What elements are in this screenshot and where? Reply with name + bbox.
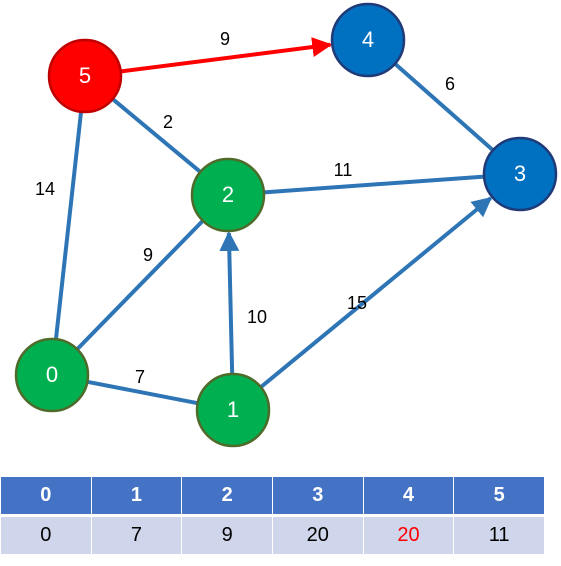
edge-weight-0-1: 7 bbox=[135, 367, 145, 387]
edge-weight-1-2: 10 bbox=[247, 307, 267, 327]
edge-weight-2-3: 11 bbox=[334, 160, 353, 180]
edge-5-2 bbox=[111, 97, 202, 174]
node-circle-3 bbox=[482, 136, 558, 212]
header-cell-2: 2 bbox=[181, 477, 273, 517]
value-cell-5: 11 bbox=[453, 515, 545, 554]
distance-table: 0 1 2 3 4 5 0 7 9 20 20 11 bbox=[0, 477, 545, 554]
distance-table-header-row: 0 1 2 3 4 5 bbox=[0, 477, 545, 517]
edge-4-3 bbox=[393, 62, 495, 152]
node-circle-1 bbox=[195, 372, 271, 448]
node-label-3: 3 bbox=[514, 161, 526, 186]
edge-weight-5-0: 14 bbox=[35, 179, 55, 199]
node-4: 4 bbox=[330, 2, 406, 78]
graph-diagram: 9 6 2 14 11 9 10 15 7 0 1 2 3 4 5 bbox=[14, 2, 558, 448]
value-cell-1: 7 bbox=[90, 515, 183, 554]
edge-1-3 bbox=[259, 196, 493, 389]
value-cell-3: 20 bbox=[271, 515, 364, 554]
edge-5-4 bbox=[120, 37, 333, 74]
edge-weight-0-2: 9 bbox=[143, 245, 153, 265]
node-5: 5 bbox=[47, 38, 123, 114]
node-label-0: 0 bbox=[46, 362, 58, 387]
value-cell-2: 9 bbox=[181, 515, 273, 554]
node-circle-5 bbox=[47, 38, 123, 114]
node-2: 2 bbox=[190, 157, 266, 233]
header-cell-4: 4 bbox=[362, 477, 455, 517]
edge-weight-5-4: 9 bbox=[220, 29, 230, 49]
distance-table-value-row: 0 7 9 20 20 11 bbox=[0, 515, 545, 554]
edge-weight-1-3: 15 bbox=[347, 293, 367, 313]
node-0: 0 bbox=[14, 337, 90, 413]
nodes: 0 1 2 3 4 5 bbox=[14, 2, 558, 448]
node-label-1: 1 bbox=[227, 397, 239, 422]
node-circle-0 bbox=[14, 337, 90, 413]
edge-0-2 bbox=[75, 219, 205, 351]
value-cell-4: 20 bbox=[362, 515, 455, 554]
node-label-5: 5 bbox=[79, 63, 91, 88]
edge-1-2 bbox=[219, 230, 240, 375]
edge-2-3 bbox=[263, 174, 485, 195]
value-cell-0: 0 bbox=[0, 515, 92, 554]
header-cell-3: 3 bbox=[271, 477, 364, 517]
node-circle-4 bbox=[330, 2, 406, 78]
header-cell-0: 0 bbox=[0, 477, 92, 517]
edge-weight-5-2: 2 bbox=[163, 112, 173, 132]
node-3: 3 bbox=[482, 136, 558, 212]
header-cell-5: 5 bbox=[453, 477, 545, 517]
header-cell-1: 1 bbox=[90, 477, 183, 517]
node-1: 1 bbox=[195, 372, 271, 448]
edge-weight-4-3: 6 bbox=[445, 74, 455, 94]
node-label-2: 2 bbox=[222, 182, 234, 207]
edge-0-1 bbox=[86, 379, 199, 406]
edges: 9 6 2 14 11 9 10 15 7 bbox=[35, 29, 495, 406]
node-label-4: 4 bbox=[362, 27, 374, 52]
edge-5-0 bbox=[53, 111, 84, 340]
node-circle-2 bbox=[190, 157, 266, 233]
